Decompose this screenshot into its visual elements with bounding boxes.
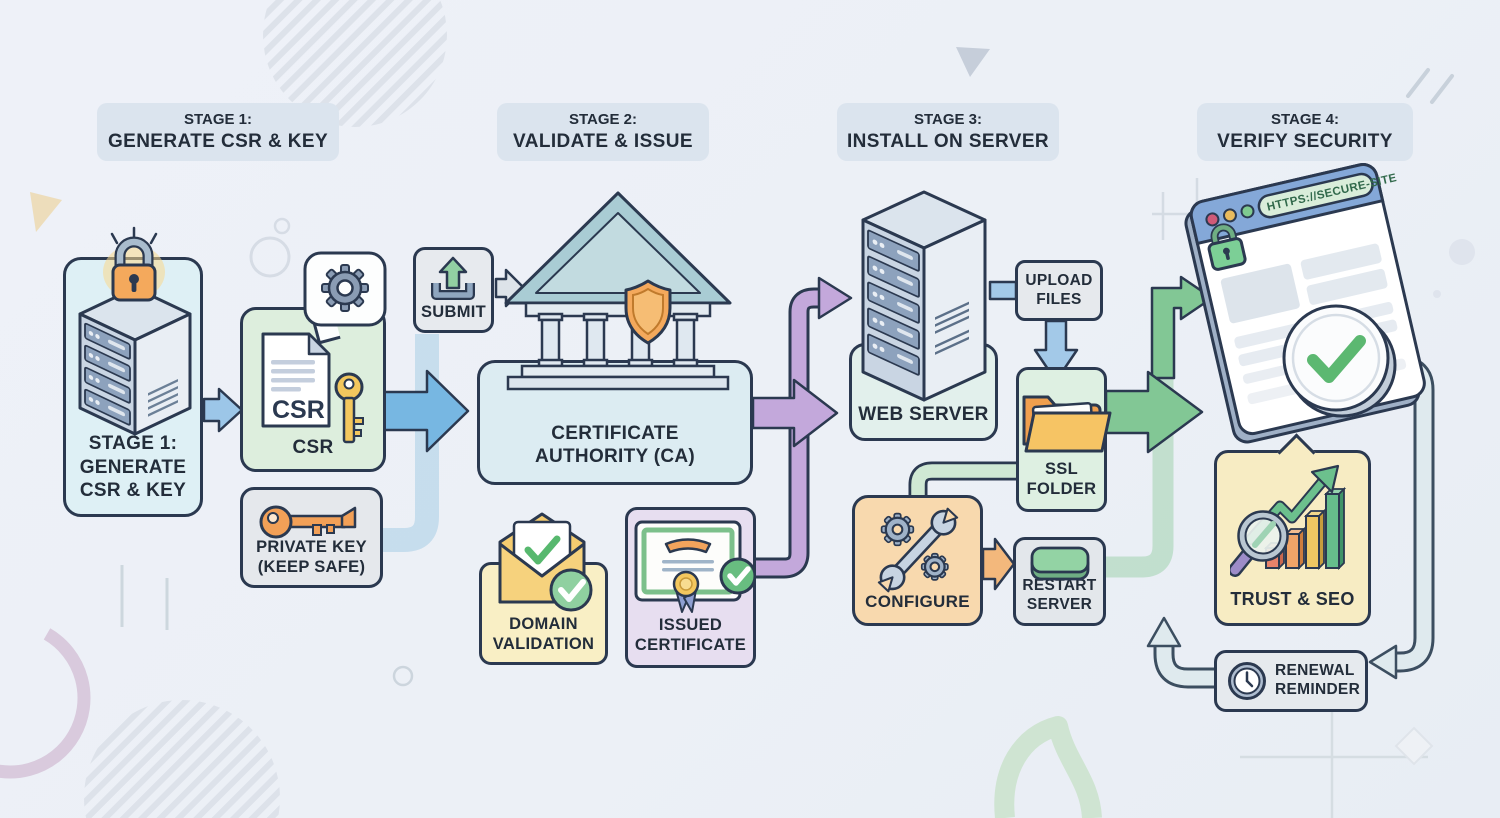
configure-label: CONFIGURE: [865, 592, 970, 612]
ca-building-icon: [498, 183, 738, 403]
https-padlock-icon: [1207, 223, 1247, 271]
arrow-ca-to-webserver: [751, 378, 839, 448]
dot-decoration: [1449, 239, 1475, 265]
arrowhead-into-webserver: [817, 276, 853, 320]
arrow-stage1-to-csr: [202, 387, 244, 433]
line-marks-left: [120, 565, 169, 630]
renewal-reminder-node: RENEWAL REMINDER: [1214, 650, 1368, 712]
diamond-decoration: [1394, 726, 1434, 766]
private-key-icon: [258, 496, 358, 553]
web-server-tower-icon: [855, 186, 993, 421]
pipe-sslfolder-to-configure: [908, 461, 1016, 496]
stage1-header: STAGE 1: GENERATE CSR & KEY: [97, 103, 339, 161]
configure-tools-icon: [862, 503, 974, 602]
stage1-header-line2: GENERATE CSR & KEY: [107, 130, 329, 152]
clock-icon: [1227, 661, 1267, 701]
csr-document-icon: CSR: [255, 330, 335, 435]
csr-doc-text: CSR: [272, 396, 325, 424]
ssl-folder-icon: [1020, 383, 1115, 463]
ssl-folder-label: SSL FOLDER: [1026, 459, 1097, 498]
csr-node-label: CSR: [292, 436, 334, 458]
renewal-reminder-label: RENEWAL REMINDER: [1275, 662, 1361, 698]
stage4-header-line1: STAGE 4:: [1270, 110, 1340, 128]
seo-growth-chart-icon: [1228, 460, 1358, 587]
small-circle-decoration-2: [392, 665, 414, 687]
upload-submit-icon: [428, 256, 478, 307]
validation-envelope-icon: [492, 502, 594, 619]
gear-icon-large: [880, 512, 915, 547]
pipe-privatekey-to-submit: [383, 334, 439, 552]
stage4-header: STAGE 4: VERIFY SECURITY: [1197, 103, 1413, 161]
arrow-upload-to-sslfolder: [1033, 319, 1079, 383]
restart-button-icon: [1030, 545, 1090, 588]
browser-dot-green: [1240, 204, 1255, 219]
gray-triangle-decoration: [956, 47, 990, 77]
gear-icon-small: [920, 552, 949, 581]
stage3-header: STAGE 3: INSTALL ON SERVER: [837, 103, 1059, 161]
leaf-decoration: [994, 716, 1102, 818]
stage1-node-label: STAGE 1: GENERATE CSR & KEY: [79, 433, 187, 501]
browser-dot-yellow: [1222, 208, 1237, 223]
verify-check-icon: [1282, 304, 1397, 418]
dot-decoration-2: [1433, 290, 1441, 298]
certificate-authority-label: CERTIFICATE AUTHORITY (CA): [534, 422, 696, 467]
stage3-header-line2: INSTALL ON SERVER: [846, 130, 1050, 152]
arrow-csr-to-ca: [382, 369, 470, 453]
glowing-padlock-icon: [98, 226, 170, 309]
striped-circle-top-left: [263, 0, 447, 127]
magnifier-icon: [1228, 510, 1289, 577]
slash-marks-decoration: [1406, 68, 1454, 104]
circle-outline-decoration: [249, 236, 291, 278]
striped-circle-bottom-left: [84, 700, 280, 818]
ca-shield-icon: [624, 279, 672, 345]
small-key-icon: [327, 372, 372, 457]
stage1-header-line1: STAGE 1:: [183, 110, 253, 128]
upload-files-label: UPLOAD FILES: [1025, 271, 1093, 308]
purple-arc-decoration: [0, 617, 91, 779]
web-server-label: WEB SERVER: [858, 403, 989, 425]
stage4-header-line2: VERIFY SECURITY: [1217, 130, 1393, 152]
stage2-header-line2: VALIDATE & ISSUE: [513, 130, 693, 152]
arrow-configure-to-restart: [981, 537, 1016, 591]
stage3-header-line1: STAGE 3:: [913, 110, 983, 128]
browser-dot-red: [1205, 212, 1220, 227]
small-circle-decoration: [273, 217, 291, 235]
pipe-renewal-loop: [1146, 616, 1214, 689]
issued-certificate-label: ISSUED CERTIFICATE: [634, 615, 747, 654]
arrow-sslfolder-to-browser: [1104, 370, 1204, 454]
connector-server-to-upload: [988, 280, 1018, 301]
server-tower-icon: [70, 282, 200, 447]
arrowhead-into-renewal: [1368, 644, 1398, 680]
restart-server-label: RESTART SERVER: [1022, 577, 1097, 614]
wrench-icon: [877, 507, 959, 593]
domain-validation-label: DOMAIN VALIDATION: [492, 614, 595, 653]
pipe-restart-to-browser: [1106, 300, 1174, 578]
trust-seo-label: TRUST & SEO: [1230, 589, 1355, 610]
submit-label: SUBMIT: [420, 302, 487, 321]
stage2-header: STAGE 2: VALIDATE & ISSUE: [497, 103, 709, 161]
stage2-header-line1: STAGE 2:: [568, 110, 638, 128]
address-bar: [1257, 172, 1374, 219]
private-key-label: PRIVATE KEY (KEEP SAFE): [256, 537, 367, 576]
upload-files-node: UPLOAD FILES: [1015, 260, 1103, 321]
private-key-node: PRIVATE KEY (KEEP SAFE): [240, 487, 383, 588]
tan-triangle-decoration: [30, 192, 62, 232]
certificate-icon: [634, 518, 757, 623]
gear-bubble-icon: [303, 251, 387, 345]
cross-grid-bottom-right: [1240, 700, 1428, 818]
arrow-restart-to-browser: [1150, 275, 1214, 380]
arrowhead-renewal-loop: [1146, 616, 1182, 648]
